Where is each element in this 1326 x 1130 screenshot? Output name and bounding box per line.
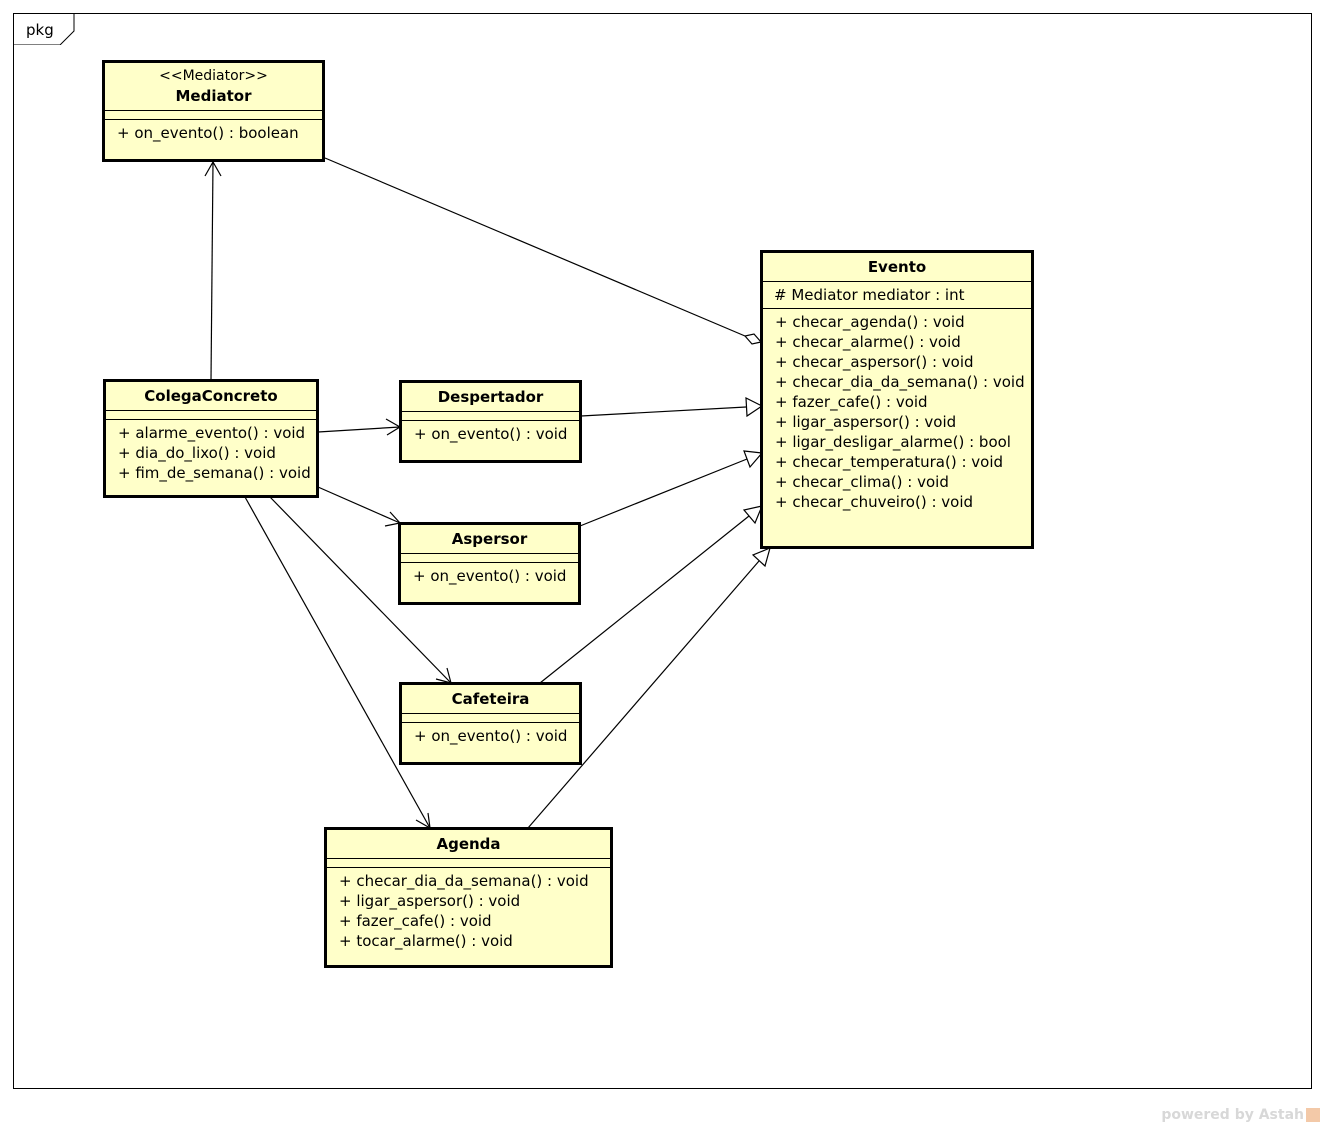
attribute: # Mediator mediator : int	[774, 286, 965, 304]
class-colega-concreto[interactable]: ColegaConcreto + alarme_evento() : void …	[103, 379, 319, 498]
edge-mediator-evento	[324, 157, 763, 345]
class-mediator-header: <<Mediator>> Mediator	[105, 63, 322, 110]
class-colega-operations: + alarme_evento() : void + dia_do_lixo()…	[106, 419, 316, 486]
class-despertador-operations: + on_evento() : void	[402, 420, 579, 447]
package-frame	[13, 13, 1312, 1089]
edge-despertador-evento	[580, 397, 764, 418]
operation: + fim_de_semana() : void	[118, 464, 311, 482]
operation: + fazer_cafe() : void	[775, 393, 928, 411]
class-aspersor-name: Aspersor	[451, 530, 528, 548]
class-agenda-operations: + checar_dia_da_semana() : void + ligar_…	[327, 867, 610, 954]
class-evento-header: Evento	[763, 253, 1031, 281]
class-despertador[interactable]: Despertador + on_evento() : void	[399, 380, 582, 463]
class-colega-attributes	[106, 410, 316, 419]
class-agenda-attributes	[327, 858, 610, 867]
class-agenda-header: Agenda	[327, 830, 610, 858]
edge-colega-mediator	[204, 160, 222, 381]
package-tab	[13, 13, 75, 45]
class-mediator-stereotype: <<Mediator>>	[159, 68, 268, 84]
class-cafeteira-attributes	[402, 713, 579, 722]
edge-aspersor-evento	[579, 450, 764, 527]
package-label: pkg	[26, 21, 54, 39]
class-aspersor-attributes	[401, 553, 578, 562]
astah-logo-icon	[1306, 1108, 1320, 1122]
operation: + ligar_aspersor() : void	[339, 892, 521, 910]
edge-agenda-evento	[527, 546, 771, 829]
operation: + checar_dia_da_semana() : void	[775, 373, 1025, 391]
class-agenda-name: Agenda	[436, 835, 501, 853]
edge-colega-despertador	[317, 418, 402, 436]
class-evento-name: Evento	[867, 258, 927, 276]
operation: + on_evento() : boolean	[117, 124, 299, 142]
class-mediator-operations: + on_evento() : boolean	[105, 119, 322, 146]
class-cafeteira-name: Cafeteira	[451, 690, 530, 708]
class-agenda[interactable]: Agenda + checar_dia_da_semana() : void +…	[324, 827, 613, 968]
operation: + checar_aspersor() : void	[775, 353, 974, 371]
class-despertador-attributes	[402, 411, 579, 420]
operation: + on_evento() : void	[414, 425, 568, 443]
class-evento-attributes: # Mediator mediator : int	[763, 281, 1031, 308]
class-aspersor[interactable]: Aspersor + on_evento() : void	[398, 522, 581, 605]
watermark-text: powered by Astah	[1161, 1107, 1304, 1123]
operation: + on_evento() : void	[413, 567, 567, 585]
class-despertador-header: Despertador	[402, 383, 579, 411]
watermark: powered by Astah	[1161, 1107, 1320, 1123]
class-mediator-attributes	[105, 110, 322, 119]
operation: + checar_alarme() : void	[775, 333, 961, 351]
operation: + checar_agenda() : void	[775, 313, 965, 331]
class-despertador-name: Despertador	[437, 388, 544, 406]
class-cafeteira[interactable]: Cafeteira + on_evento() : void	[399, 682, 582, 765]
class-colega-name: ColegaConcreto	[144, 387, 278, 405]
operation: + ligar_aspersor() : void	[775, 413, 957, 431]
class-mediator[interactable]: <<Mediator>> Mediator + on_evento() : bo…	[102, 60, 325, 162]
operation: + checar_dia_da_semana() : void	[339, 872, 589, 890]
edge-colega-aspersor	[317, 486, 402, 527]
class-colega-header: ColegaConcreto	[106, 382, 316, 410]
operation: + checar_temperatura() : void	[775, 453, 1004, 471]
operation: + checar_chuveiro() : void	[775, 493, 974, 511]
class-cafeteira-operations: + on_evento() : void	[402, 722, 579, 749]
class-aspersor-header: Aspersor	[401, 525, 578, 553]
class-evento-operations: + checar_agenda() : void + checar_alarme…	[763, 308, 1031, 515]
operation: + tocar_alarme() : void	[339, 932, 513, 950]
class-mediator-name: Mediator	[175, 87, 252, 105]
operation: + checar_clima() : void	[775, 473, 949, 491]
operation: + fazer_cafe() : void	[339, 912, 492, 930]
edge-cafeteira-evento	[539, 505, 763, 684]
operation: + ligar_desligar_alarme() : bool	[775, 433, 1011, 451]
operation: + alarme_evento() : void	[118, 424, 306, 442]
operation: + dia_do_lixo() : void	[118, 444, 276, 462]
class-aspersor-operations: + on_evento() : void	[401, 562, 578, 589]
class-evento[interactable]: Evento # Mediator mediator : int + checa…	[760, 250, 1034, 549]
class-cafeteira-header: Cafeteira	[402, 685, 579, 713]
operation: + on_evento() : void	[414, 727, 568, 745]
